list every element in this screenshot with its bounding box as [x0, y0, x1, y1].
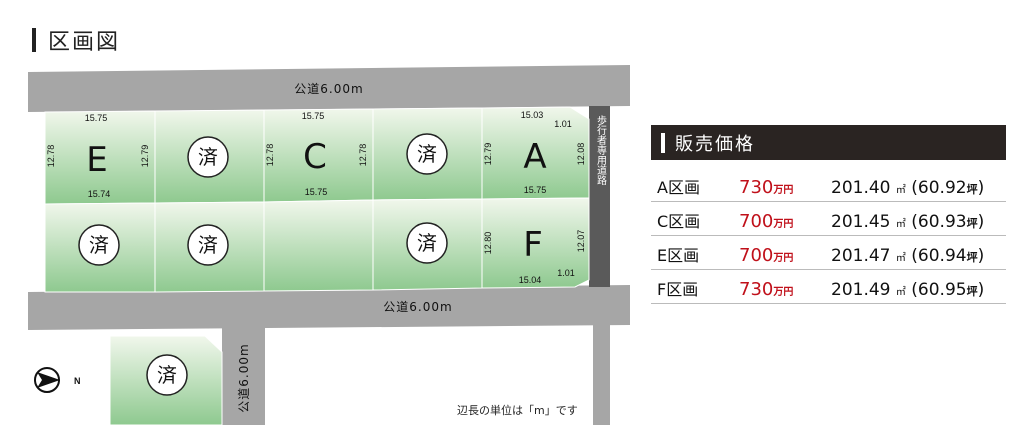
page-title-wrap: 区画図	[32, 26, 121, 55]
lot-a-corner-dim: 1.01	[554, 119, 572, 129]
lot-e-top-dim: 15.75	[85, 113, 108, 123]
sold-marker: 済	[146, 354, 188, 396]
svg-text:済: 済	[417, 142, 437, 166]
sold-marker: 済	[78, 224, 120, 266]
vertical-road	[222, 328, 265, 425]
lot-e-right-dim: 12.79	[140, 145, 150, 168]
pedestrian-path-label: 歩行者専用道路	[595, 114, 607, 186]
lot-c-left-dim: 12.78	[265, 144, 275, 167]
price-row-area: 201.45 ㎡ (60.93坪)	[831, 212, 985, 232]
compass-label: N	[74, 376, 81, 386]
lot-a-bottom-dim: 15.75	[524, 185, 547, 195]
lot-a-left-dim: 12.79	[483, 143, 493, 166]
price-header-bar	[661, 132, 665, 153]
lot-c-right-dim: 12.78	[358, 144, 368, 167]
svg-text:済: 済	[417, 231, 437, 255]
svg-text:済: 済	[198, 233, 218, 257]
lot-c-letter: C	[303, 137, 327, 177]
middle-road-label: 公道6.00m	[383, 300, 452, 314]
price-row-area: 201.40 ㎡ (60.92坪)	[831, 178, 985, 198]
price-rows: A区画 730万円 201.40 ㎡ (60.92坪) C区画 700万円 20…	[651, 168, 1006, 304]
sold-marker: 済	[187, 224, 229, 266]
lot-f-right-dim: 12.07	[576, 230, 586, 253]
lot-a-letter: A	[523, 137, 546, 177]
lot-e-bottom-dim: 15.74	[88, 189, 111, 199]
lot-f-corner-dim: 1.01	[557, 268, 575, 278]
page-title: 区画図	[48, 30, 121, 55]
lot-e-left-dim: 12.78	[46, 145, 56, 168]
svg-text:済: 済	[198, 145, 218, 169]
units-note: 辺長の単位は「m」です	[457, 403, 578, 417]
lot-e-letter: E	[86, 140, 107, 180]
price-row-lot: C区画	[657, 212, 701, 231]
pedestrian-path	[589, 106, 610, 287]
price-row-lot: A区画	[657, 178, 700, 197]
price-row-price: 700万円	[739, 211, 794, 232]
top-road-label: 公道6.00m	[294, 82, 363, 96]
price-row-price: 730万円	[739, 279, 794, 300]
lot-f-bottom-dim: 15.04	[519, 275, 542, 285]
middle-road	[28, 285, 630, 330]
lot-a-right-dim: 12.08	[576, 143, 586, 166]
lot-f-letter: F	[523, 225, 543, 265]
svg-text:済: 済	[89, 233, 109, 257]
price-row-lot: E区画	[657, 246, 700, 265]
price-title: 販売価格	[675, 133, 755, 155]
lot-c-top-dim: 15.75	[302, 111, 325, 121]
price-row-lot: F区画	[657, 280, 699, 299]
lot-a-top-dim: 15.03	[521, 110, 544, 120]
north-compass-icon: N	[34, 367, 81, 393]
lower-road-strip	[593, 325, 610, 425]
lot-blank	[263, 199, 374, 292]
svg-text:済: 済	[157, 363, 177, 387]
lot-map: 公道6.00m 公道6.00m 公道6.00m 歩行者専用道路 15.75 15…	[28, 65, 630, 426]
price-row-area: 201.47 ㎡ (60.94坪)	[831, 246, 985, 266]
sold-marker: 済	[406, 222, 448, 264]
lot-f	[481, 197, 590, 289]
price-row: A区画 730万円 201.40 ㎡ (60.92坪)	[651, 168, 1006, 202]
price-row: C区画 700万円 201.45 ㎡ (60.93坪)	[651, 202, 1006, 236]
sold-marker: 済	[406, 133, 448, 175]
price-header: 販売価格	[651, 125, 1006, 160]
price-panel: 販売価格 A区画 730万円 201.40 ㎡ (60.92坪) C区画 700…	[651, 125, 1006, 304]
price-row-price: 700万円	[739, 245, 794, 266]
price-row: E区画 700万円 201.47 ㎡ (60.94坪)	[651, 236, 1006, 270]
lot-c-bottom-dim: 15.75	[305, 187, 328, 197]
price-row-area: 201.49 ㎡ (60.95坪)	[831, 280, 985, 300]
sold-marker: 済	[187, 136, 229, 178]
title-accent-bar	[32, 28, 36, 52]
price-row-price: 730万円	[739, 177, 794, 198]
top-road	[28, 65, 630, 112]
price-row: F区画 730万円 201.49 ㎡ (60.95坪)	[651, 270, 1006, 304]
lot-a	[481, 106, 590, 200]
lot-f-left-dim: 12.80	[483, 232, 493, 255]
vertical-road-label: 公道6.00m	[237, 343, 251, 412]
